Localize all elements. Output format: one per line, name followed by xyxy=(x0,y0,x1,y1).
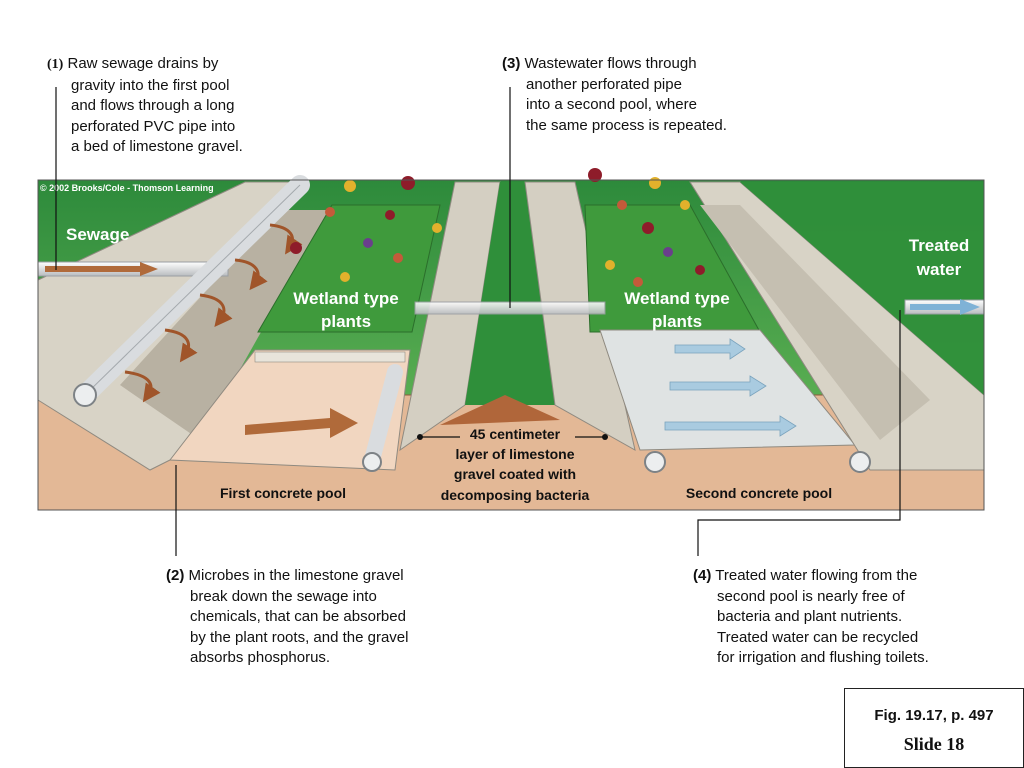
note-1-line-4: perforated PVC pipe into xyxy=(71,117,236,135)
first-pool-floor-edge xyxy=(254,351,406,363)
note-4-line-1: Treated water flowing from the xyxy=(715,567,918,584)
leader-dot-right xyxy=(602,434,608,440)
note-1-line-1: Raw sewage drains by xyxy=(67,55,219,72)
first-pool-floor xyxy=(169,349,411,471)
gravel-label-3: gravel coated with xyxy=(454,466,576,482)
note-1: (1) Raw sewage drains by gravity into th… xyxy=(47,54,243,158)
wetland-label-1a: Wetland type xyxy=(293,289,398,308)
note-3-line-1: Wastewater flows through xyxy=(524,55,697,72)
collector-pipe-end xyxy=(362,452,382,472)
right-grass xyxy=(740,182,984,395)
first-pool-flow-arrow xyxy=(245,408,358,438)
note-1-line-3: and flows through a long xyxy=(71,97,235,114)
note-3-number: (3) xyxy=(502,55,521,72)
note-3: (3) Wastewater flows through another per… xyxy=(502,54,727,136)
wetland-label-2a: Wetland type xyxy=(624,289,729,308)
figure-number: Fig. 19.17, p. 497 xyxy=(874,707,994,724)
first-pool-label: First concrete pool xyxy=(220,485,346,501)
diagram-frame xyxy=(37,179,985,511)
second-pool-inner-slope xyxy=(700,205,930,440)
note-2-line-1: Microbes in the limestone gravel xyxy=(188,567,404,584)
gravel-label-2: layer of limestone xyxy=(455,446,574,462)
copyright-text: © 2002 Brooks/Cole - Thomson Learning xyxy=(40,183,214,193)
note-2-line-4: by the plant roots, and the gravel xyxy=(190,628,409,646)
note-4-line-2: second pool is nearly free of xyxy=(717,587,905,605)
note-2-line-3: chemicals, that can be absorbed xyxy=(190,608,406,625)
treated-water-label-1: Treated xyxy=(909,236,969,255)
second-pool-label: Second concrete pool xyxy=(686,485,832,501)
note-1-line-2: gravity into the first pool xyxy=(71,76,230,94)
first-wetland-bed xyxy=(257,204,441,333)
note-2: (2) Microbes in the limestone gravel bre… xyxy=(166,566,408,669)
gravel-label-1: 45 centimeter xyxy=(470,426,561,442)
note-4-line-4: Treated water can be recycled xyxy=(717,628,919,646)
gravel-label-4: decomposing bacteria xyxy=(441,487,590,503)
slide-number: Slide 18 xyxy=(903,734,965,754)
figure-reference-box: Fig. 19.17, p. 497 Slide 18 xyxy=(844,688,1024,768)
leader-dot-left xyxy=(417,434,423,440)
note-2-number: (2) xyxy=(166,567,185,584)
treated-outlet-arrow xyxy=(910,299,980,315)
note-4-line-5: for irrigation and flushing toilets. xyxy=(717,649,929,666)
treated-water-label-2: water xyxy=(916,260,962,279)
treated-flow-arrows xyxy=(664,338,797,437)
second-pool-pipe-left xyxy=(644,451,666,473)
note-4-line-3: bacteria and plant nutrients. xyxy=(717,608,903,625)
note-1-number: (1) xyxy=(47,57,64,72)
sewage-label: Sewage xyxy=(66,225,129,244)
perforated-pipe-1-edge xyxy=(84,184,301,396)
wetland-label-2b: plants xyxy=(652,312,702,331)
middle-divider-right xyxy=(524,181,636,451)
note-1-line-5: a bed of limestone gravel. xyxy=(71,138,243,155)
pipe-1-end xyxy=(73,383,97,407)
note-3-line-4: the same process is repeated. xyxy=(526,116,727,134)
collector-pipe xyxy=(364,364,403,468)
note-3-line-3: into a second pool, where xyxy=(526,96,697,113)
gravel-mound xyxy=(440,395,560,425)
sewage-inlet-arrow xyxy=(45,262,158,276)
note-4: (4) Treated water flowing from the secon… xyxy=(693,566,929,669)
second-pool-pipe-right xyxy=(849,451,871,473)
note-4-number: (4) xyxy=(693,567,712,584)
leader-lines xyxy=(55,87,901,556)
note-2-line-5: absorbs phosphorus. xyxy=(190,649,331,666)
note-2-line-2: break down the sewage into xyxy=(190,587,377,605)
note-3-line-2: another perforated pipe xyxy=(526,75,682,93)
wetland-label-1b: plants xyxy=(321,312,371,331)
